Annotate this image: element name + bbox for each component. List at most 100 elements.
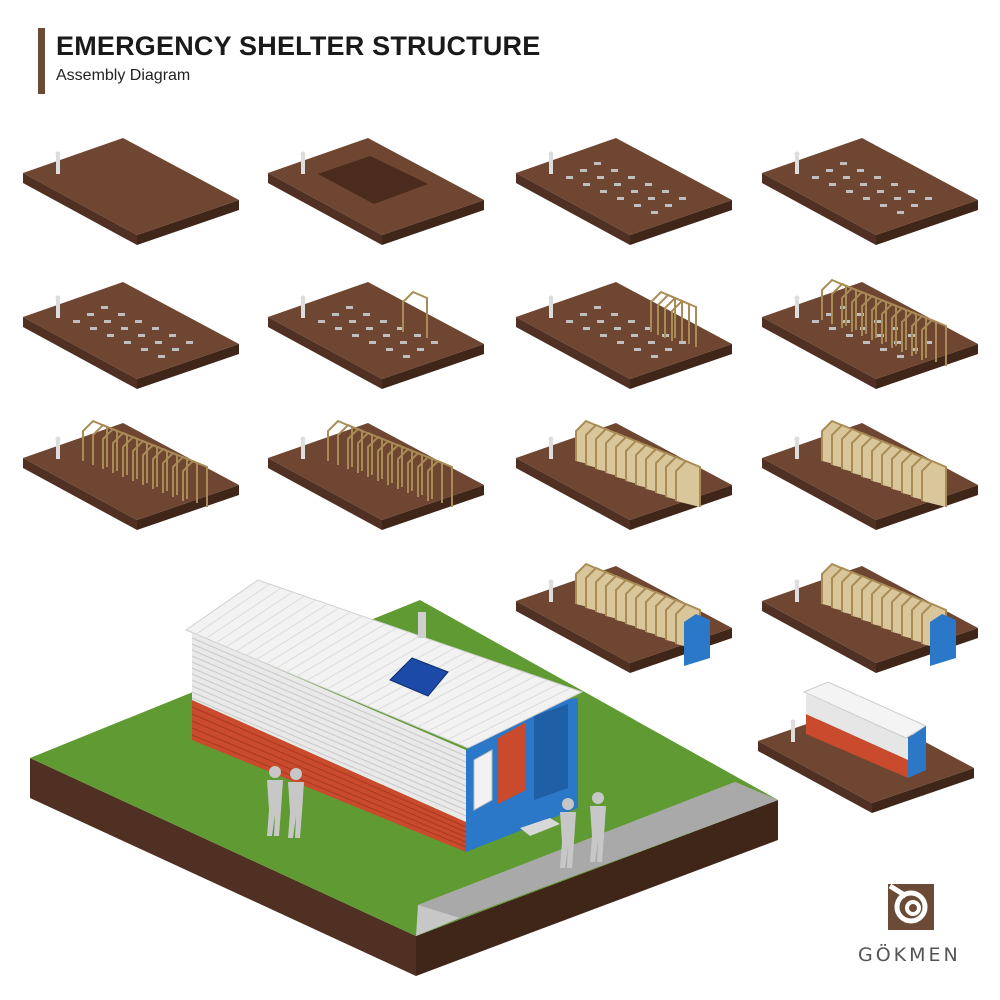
assembly-steps: [23, 138, 978, 813]
mini-clad-wall: [806, 694, 908, 760]
brand-name: GÖKMEN: [858, 944, 961, 966]
footing-pad: [874, 320, 881, 323]
timber-frame: [357, 431, 383, 479]
roof-seam: [276, 615, 363, 669]
footing-pad: [611, 313, 618, 316]
footing-pad: [877, 190, 884, 193]
footing-pad: [829, 183, 836, 186]
timber-frame: [901, 310, 927, 358]
shelter-roof: [184, 579, 584, 749]
footing-pad: [911, 348, 918, 351]
footing-pad: [897, 355, 904, 358]
roof-seam: [215, 591, 293, 644]
footing-pad: [400, 341, 407, 344]
timber-frame: [152, 447, 178, 495]
timber-frame: [367, 435, 393, 483]
timber-frame: [881, 302, 907, 350]
plate-left-face: [762, 173, 876, 245]
footing-pad: [403, 355, 410, 358]
plate-top: [268, 423, 484, 520]
cladding-line: [191, 679, 467, 799]
footing-pad: [860, 183, 867, 186]
timber-frame: [387, 443, 413, 491]
footing-pad: [172, 348, 179, 351]
cladding-line: [191, 667, 467, 787]
footing-pad: [431, 341, 438, 344]
footing-pad: [152, 327, 159, 330]
scale-person-head: [794, 436, 800, 442]
timber-frame: [427, 459, 453, 507]
plate-left-face: [23, 173, 137, 245]
assembly-step-3: [516, 138, 732, 245]
footing-pad: [665, 348, 672, 351]
blue-end-wall: [930, 614, 956, 666]
timber-frame: [347, 427, 373, 475]
footing-pad: [826, 313, 833, 316]
red-panel-line: [191, 713, 467, 833]
roof-seam: [346, 643, 444, 698]
timber-frame: [162, 451, 188, 499]
footing-pad: [366, 327, 373, 330]
footing-pad: [600, 334, 607, 337]
timber-frame: [132, 439, 158, 487]
footing-pad: [891, 183, 898, 186]
footing-pad: [101, 306, 108, 309]
mini-end-wall: [908, 726, 926, 778]
footing-pad: [414, 334, 421, 337]
scale-person-head: [794, 151, 800, 157]
footing-pad: [417, 348, 424, 351]
timber-frame: [831, 282, 857, 330]
scale-person: [56, 156, 60, 174]
red-panel-line: [191, 720, 467, 838]
footing-pad: [380, 320, 387, 323]
footing-pad: [186, 341, 193, 344]
footing-pad: [583, 183, 590, 186]
timber-frame: [397, 447, 423, 495]
scale-person: [795, 156, 799, 174]
final-ground-right-face: [416, 800, 778, 976]
footing-pad: [594, 306, 601, 309]
cladding-line: [191, 661, 467, 781]
plate-right-face: [137, 344, 239, 389]
people-figures: [267, 766, 606, 868]
assembly-step-11: [516, 419, 732, 530]
roof-seam: [457, 687, 571, 745]
footing-pad: [583, 327, 590, 330]
footing-pad: [651, 355, 658, 358]
plate-right-face: [630, 200, 732, 245]
scale-person-head: [300, 295, 306, 301]
plate-left-face: [762, 458, 876, 530]
red-panel-line: [191, 727, 467, 843]
timber-frame: [921, 459, 947, 507]
footing-pad: [863, 341, 870, 344]
plate-top: [516, 138, 732, 235]
footing-pad: [617, 197, 624, 200]
footing-pad: [925, 197, 932, 200]
timber-frame: [821, 278, 847, 326]
solar-panel: [389, 657, 449, 697]
plate-right-face: [137, 200, 239, 245]
footing-pad: [863, 197, 870, 200]
page-subtitle: Assembly Diagram: [56, 67, 191, 84]
person-body: [560, 812, 576, 868]
entry-step: [520, 818, 560, 836]
shelter-cladding-lines: [191, 637, 467, 848]
roof-seam: [205, 587, 282, 639]
shelter-door: [498, 722, 526, 804]
assembly-step-14: [762, 562, 978, 673]
scale-person: [549, 156, 553, 174]
timber-frame: [664, 296, 690, 344]
footing-pad: [648, 197, 655, 200]
footing-pad: [812, 176, 819, 179]
timber-frame: [871, 298, 897, 346]
roof-seam: [266, 611, 351, 665]
footing-pad: [679, 197, 686, 200]
scale-person-head: [55, 436, 61, 442]
plate-left-face: [268, 458, 382, 530]
person-head: [290, 768, 302, 780]
footing-pad: [566, 320, 573, 323]
scale-person-head: [794, 295, 800, 301]
timber-frame: [921, 318, 947, 366]
plate-right-face: [876, 485, 978, 530]
